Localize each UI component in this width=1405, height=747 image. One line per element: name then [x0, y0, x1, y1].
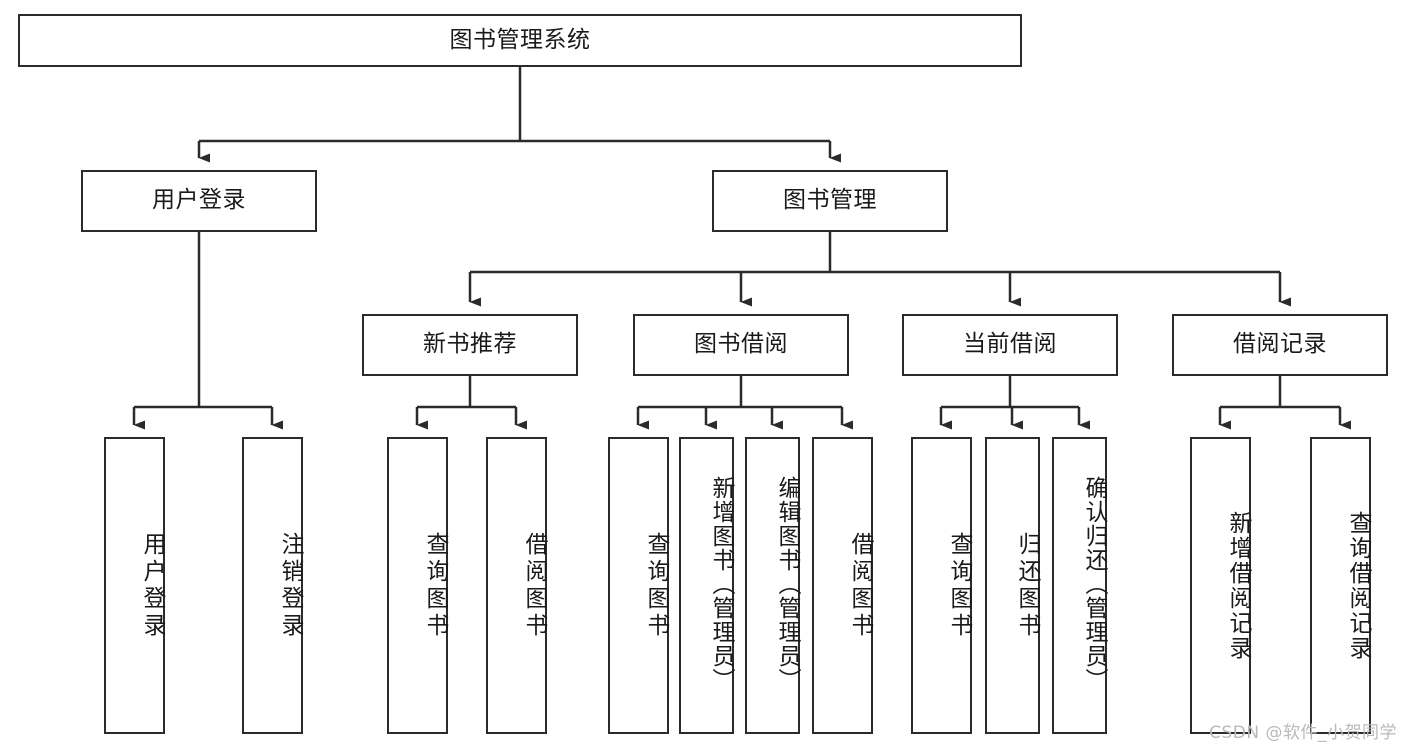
node-new-book-rec[interactable]: 新书推荐 [362, 314, 578, 376]
node-leaf-user-login-label: 用户登录 [139, 531, 165, 640]
node-leaf-logout-label: 注销登录 [277, 531, 303, 640]
node-book-manage-label: 图书管理 [783, 187, 877, 214]
node-leaf-add-book[interactable]: 新增图书（管理员） [679, 437, 734, 734]
node-leaf-user-login[interactable]: 用户登录 [104, 437, 165, 734]
node-leaf-query-book-rec[interactable]: 查询图书 [387, 437, 448, 734]
node-leaf-query-book-borrow[interactable]: 查询图书 [608, 437, 669, 734]
node-new-book-rec-label: 新书推荐 [423, 331, 517, 358]
node-leaf-borrow-book[interactable]: 借阅图书 [812, 437, 873, 734]
edges-userlogin-to-leaves [132, 232, 283, 430]
node-leaf-borrow-book-rec-label: 借阅图书 [521, 531, 547, 640]
node-book-manage[interactable]: 图书管理 [712, 170, 948, 232]
node-leaf-edit-book-label: 编辑图书（管理员） [774, 475, 800, 692]
node-book-borrow[interactable]: 图书借阅 [633, 314, 849, 376]
edges-borrowrecord-to-leaves [1218, 376, 1351, 430]
node-leaf-query-book-rec-label: 查询图书 [422, 531, 448, 640]
node-user-login[interactable]: 用户登录 [81, 170, 317, 232]
node-borrow-record[interactable]: 借阅记录 [1172, 314, 1388, 376]
node-borrow-record-label: 借阅记录 [1233, 331, 1327, 358]
node-leaf-borrow-book-label: 借阅图书 [847, 531, 873, 640]
node-current-borrow[interactable]: 当前借阅 [902, 314, 1118, 376]
node-current-borrow-label: 当前借阅 [963, 331, 1057, 358]
node-root[interactable]: 图书管理系统 [18, 14, 1022, 67]
node-leaf-query-book-current-label: 查询图书 [946, 531, 972, 640]
node-leaf-query-book-current[interactable]: 查询图书 [911, 437, 972, 734]
node-leaf-logout[interactable]: 注销登录 [242, 437, 303, 734]
node-book-borrow-label: 图书借阅 [694, 331, 788, 358]
node-leaf-add-record-label: 新增借阅记录 [1225, 510, 1251, 661]
node-root-label: 图书管理系统 [449, 26, 591, 53]
edges-currentborrow-to-leaves [939, 376, 1090, 430]
node-leaf-query-record-label: 查询借阅记录 [1345, 510, 1371, 661]
node-leaf-query-book-borrow-label: 查询图书 [643, 531, 669, 640]
node-leaf-confirm-return[interactable]: 确认归还（管理员） [1052, 437, 1107, 734]
node-leaf-query-record[interactable]: 查询借阅记录 [1310, 437, 1371, 734]
node-leaf-confirm-return-label: 确认归还（管理员） [1081, 475, 1107, 692]
edges-root-to-level2 [197, 67, 841, 163]
node-leaf-add-book-label: 新增图书（管理员） [708, 475, 734, 692]
edges-newbookrec-to-leaves [415, 376, 527, 430]
node-leaf-return-book-label: 归还图书 [1014, 531, 1040, 640]
node-leaf-add-record[interactable]: 新增借阅记录 [1190, 437, 1251, 734]
node-user-login-label: 用户登录 [152, 187, 246, 214]
node-leaf-borrow-book-rec[interactable]: 借阅图书 [486, 437, 547, 734]
node-leaf-edit-book[interactable]: 编辑图书（管理员） [745, 437, 800, 734]
node-leaf-return-book[interactable]: 归还图书 [985, 437, 1040, 734]
edges-bookmanage-to-level3 [468, 232, 1291, 307]
edges-bookborrow-to-leaves [636, 376, 853, 430]
